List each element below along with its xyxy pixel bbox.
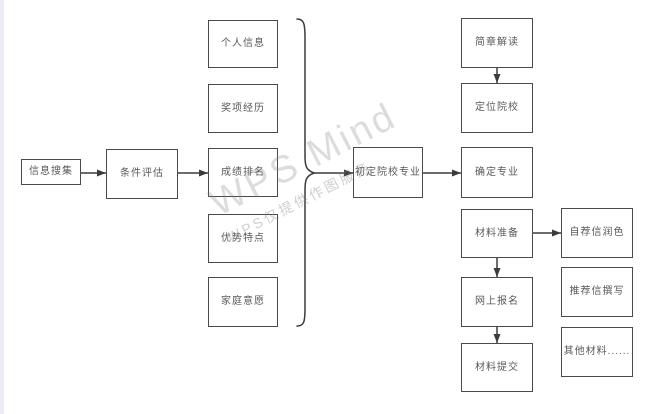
node-locate-school[interactable]: 定位院校 bbox=[461, 83, 533, 133]
node-advantages[interactable]: 优势特点 bbox=[208, 214, 278, 263]
node-info-collection[interactable]: 信息搜集 bbox=[21, 159, 81, 185]
node-self-letter-polish[interactable]: 自荐信润色 bbox=[561, 208, 633, 258]
node-family-wish[interactable]: 家庭意愿 bbox=[208, 277, 278, 327]
window-edge-strip bbox=[0, 0, 4, 414]
node-condition-eval[interactable]: 条件评估 bbox=[106, 149, 178, 199]
node-initial-school-major[interactable]: 初定院校专业 bbox=[353, 147, 423, 198]
node-rec-letter-writing[interactable]: 推荐信撰写 bbox=[561, 267, 633, 317]
group-brace bbox=[296, 18, 317, 327]
node-award-experience[interactable]: 奖项经历 bbox=[208, 84, 278, 133]
node-brochure-reading[interactable]: 简章解读 bbox=[461, 18, 533, 68]
node-material-prep[interactable]: 材料准备 bbox=[461, 209, 533, 258]
node-other-materials[interactable]: 其他材料...... bbox=[561, 327, 633, 377]
node-online-signup[interactable]: 网上报名 bbox=[461, 277, 533, 327]
node-personal-info[interactable]: 个人信息 bbox=[208, 20, 278, 68]
node-score-ranking[interactable]: 成绩排名 bbox=[208, 148, 278, 197]
node-material-submit[interactable]: 材料提交 bbox=[461, 343, 533, 392]
node-confirm-major[interactable]: 确定专业 bbox=[461, 147, 533, 198]
